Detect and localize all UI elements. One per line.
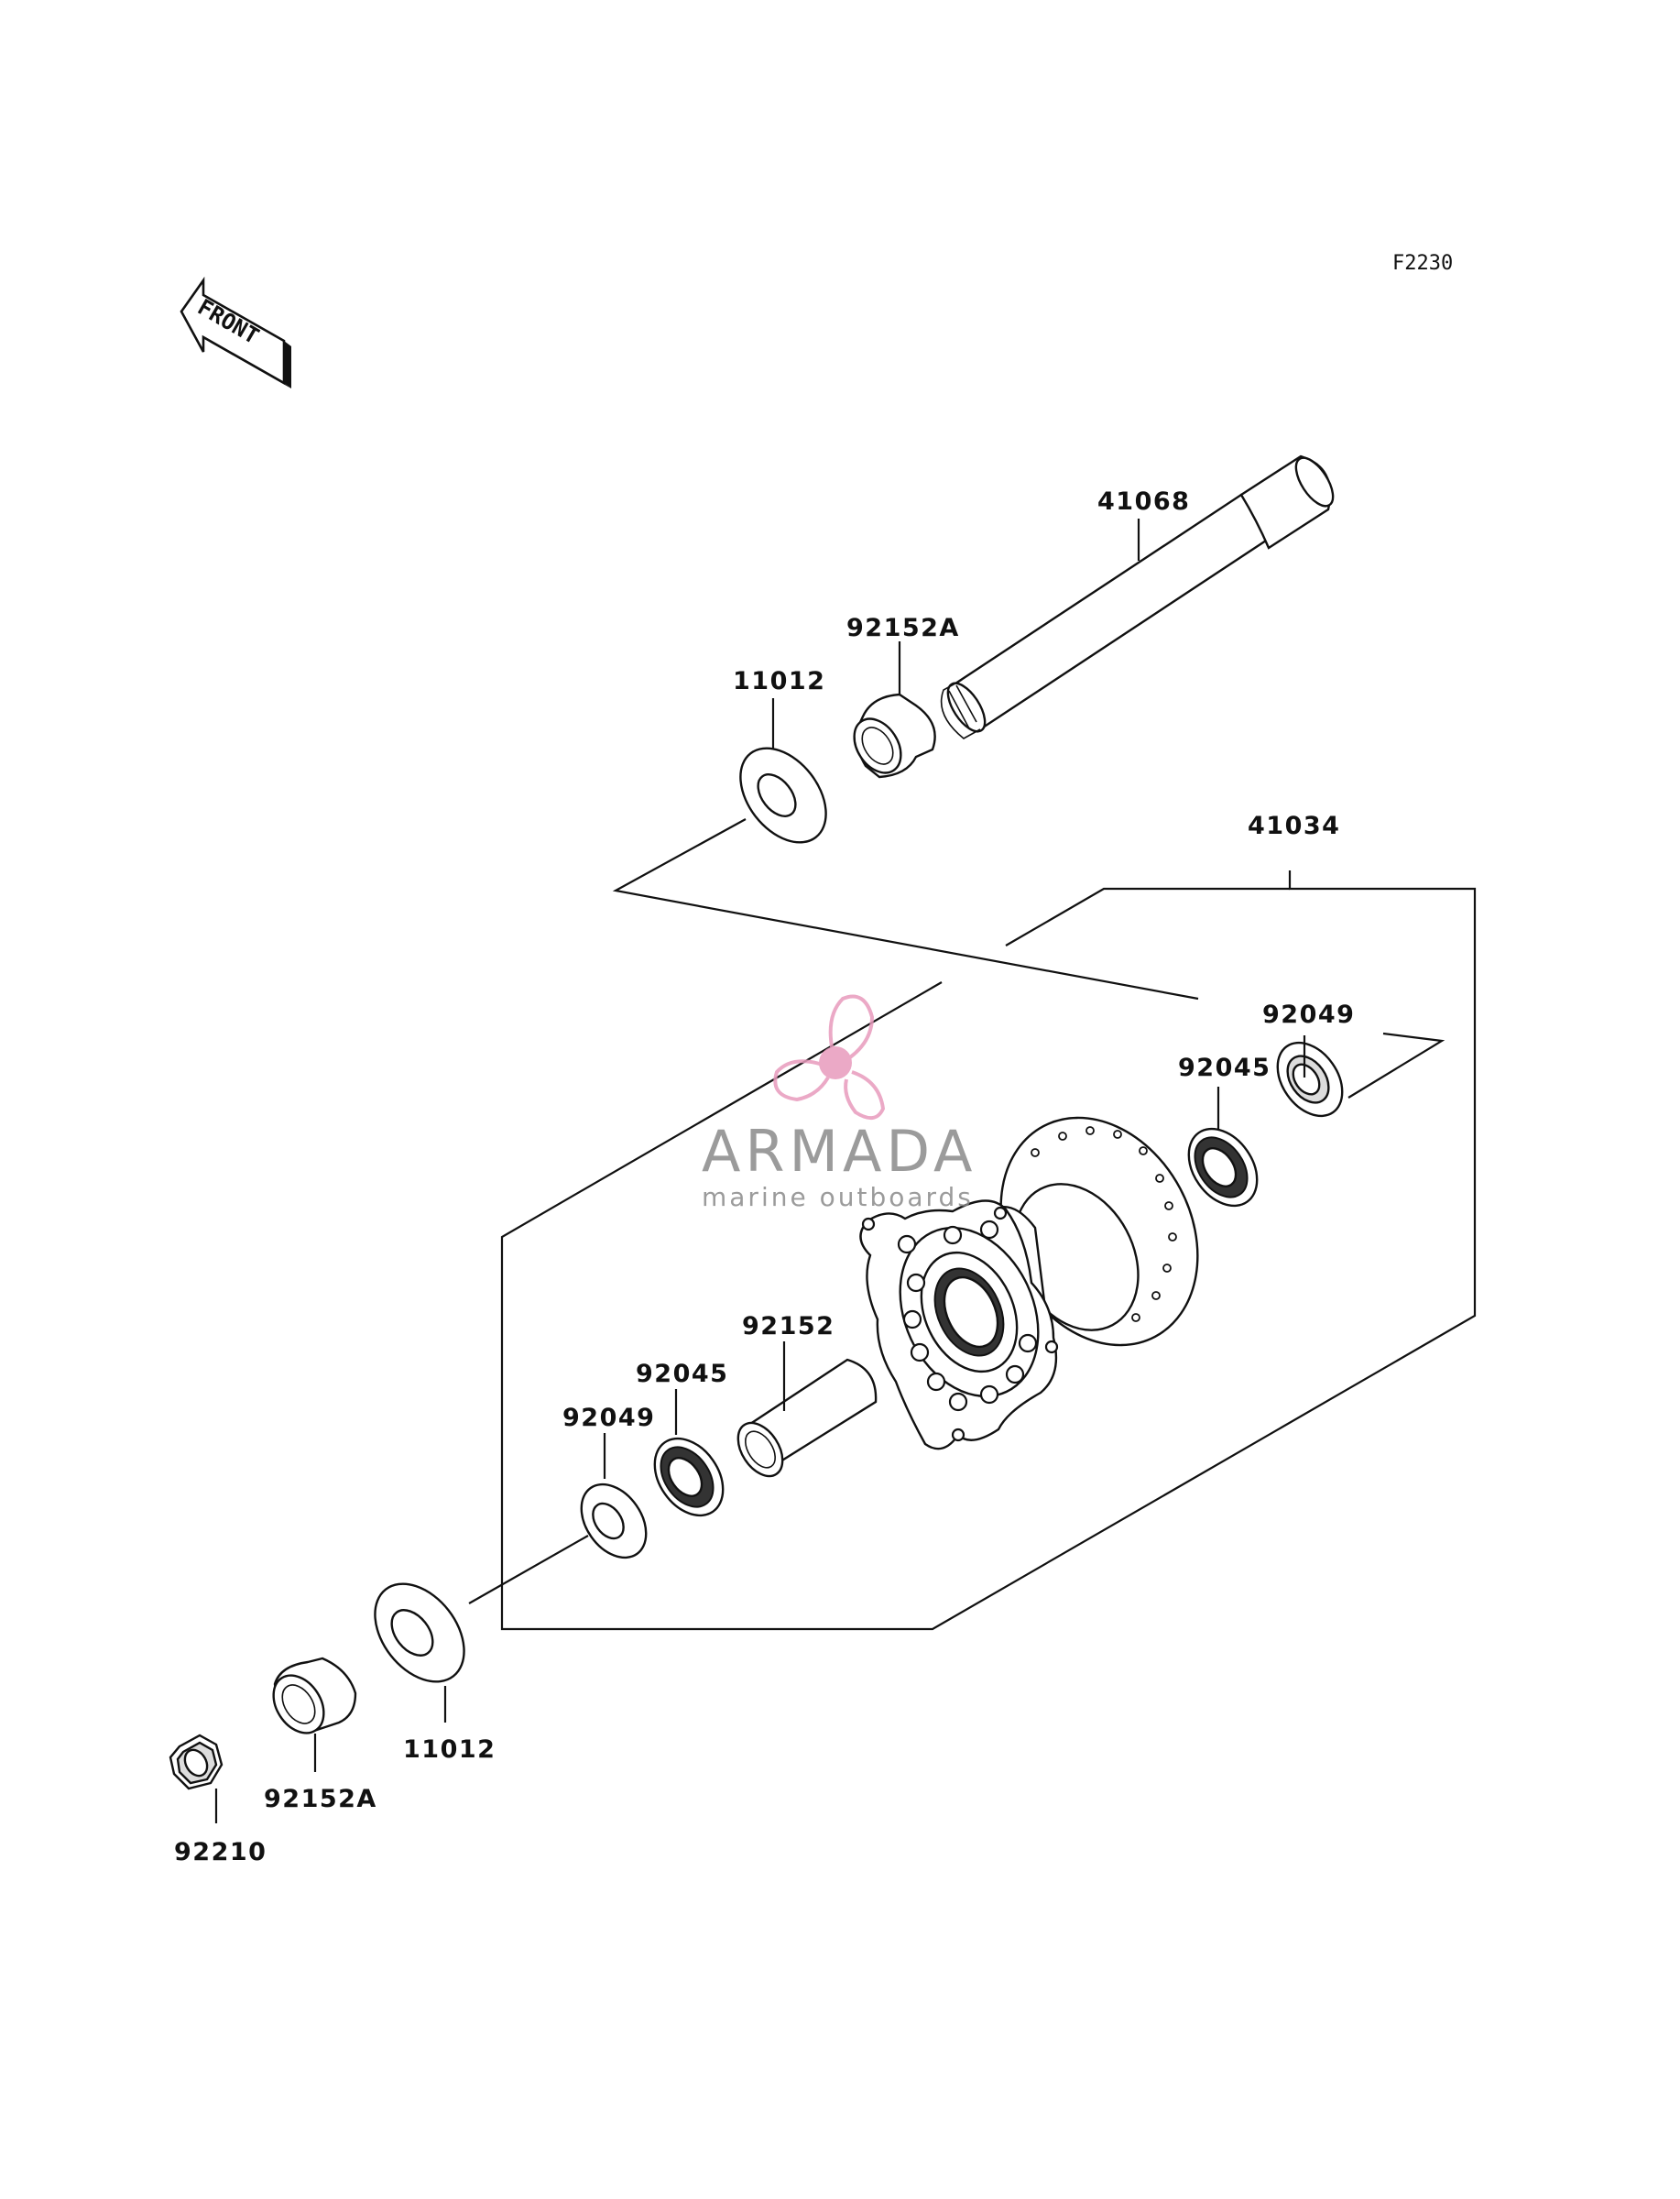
spacer-part [736, 1358, 878, 1478]
label-92045-left: 92045 [636, 1360, 728, 1388]
label-11012-top: 11012 [733, 667, 825, 695]
diagram-code: F2230 [1392, 252, 1453, 275]
label-92049-left: 92049 [562, 1404, 655, 1432]
oil-seal-left-part [580, 1482, 648, 1559]
label-92152a-bottom: 92152A [264, 1785, 377, 1813]
seal-top-part [739, 747, 827, 844]
label-41068: 41068 [1097, 487, 1190, 516]
front-arrow-icon: FRONT [180, 276, 291, 388]
label-41034: 41034 [1248, 812, 1340, 840]
collar-bottom-part [272, 1657, 357, 1734]
bearing-left-part [653, 1437, 725, 1517]
label-92152: 92152 [742, 1312, 835, 1340]
label-11012-bottom: 11012 [403, 1735, 496, 1764]
wheel-hub-part [859, 1116, 1199, 1450]
axle-part [940, 454, 1335, 739]
label-92210: 92210 [174, 1838, 267, 1866]
collar-top-part [853, 693, 936, 779]
watermark-title: ARMADA [702, 1118, 976, 1185]
oil-seal-right-part [1276, 1041, 1344, 1118]
label-92049-right: 92049 [1262, 1001, 1355, 1029]
bearing-right-part [1187, 1127, 1259, 1208]
armada-watermark: ARMADA marine outboards [702, 994, 976, 1212]
label-92152a-top: 92152A [846, 614, 960, 642]
label-92045-right: 92045 [1178, 1054, 1271, 1082]
assembly-lines [468, 818, 1477, 1631]
watermark-subtitle: marine outboards [702, 1182, 974, 1212]
nut-part [169, 1734, 224, 1790]
propeller-logo-icon [773, 994, 886, 1120]
seal-bottom-part [374, 1582, 465, 1683]
